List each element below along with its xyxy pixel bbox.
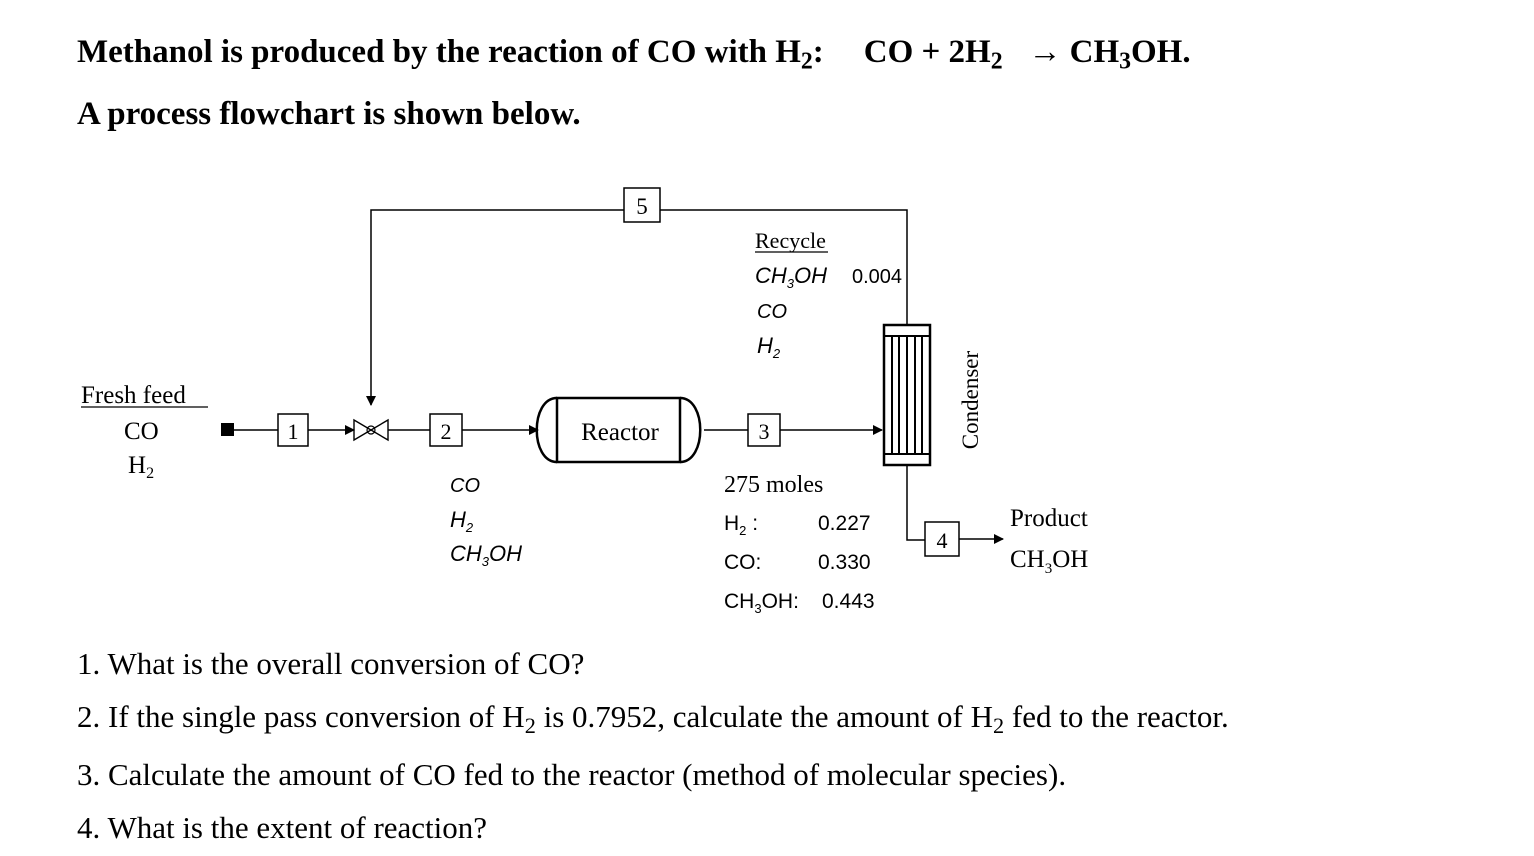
stream2-ch3oh: CH3OH bbox=[450, 541, 522, 569]
feed-source-marker bbox=[221, 423, 234, 436]
equation-product-sub: 3 bbox=[1119, 48, 1131, 75]
product-ch3oh: CH3OH bbox=[1010, 546, 1088, 577]
equation-reactants-sub: 2 bbox=[990, 48, 1003, 75]
reactor-label: Reactor bbox=[581, 419, 659, 446]
stream-2-label: 2 bbox=[441, 419, 452, 444]
problem-statement-line2: A process flowchart is shown below. bbox=[77, 96, 581, 132]
stream2-co: CO bbox=[450, 475, 480, 497]
stream-5-label: 5 bbox=[636, 194, 648, 219]
stream3-h2-value: 0.227 bbox=[818, 512, 871, 535]
stream-1-box bbox=[277, 413, 309, 447]
intro-lead-sub: 2 bbox=[800, 48, 813, 75]
recycle-ch3oh: CH3OH bbox=[755, 263, 827, 291]
intro-lead-end: : bbox=[812, 34, 824, 70]
recycle-co: CO bbox=[757, 301, 787, 323]
stream-5-box bbox=[623, 187, 661, 223]
stream-4-label: 4 bbox=[937, 528, 948, 553]
question-1: 1. What is the overall conversion of CO? bbox=[77, 646, 585, 681]
intro-lead: Methanol is produced by the reaction of … bbox=[77, 34, 801, 70]
product-line bbox=[906, 465, 925, 541]
recycle-line bbox=[366, 209, 908, 406]
recycle-h2: H2 bbox=[757, 333, 781, 361]
mixer-valve-icon bbox=[353, 418, 430, 442]
reactor-vessel bbox=[535, 396, 702, 464]
recycle-ch3oh-value: 0.004 bbox=[852, 266, 902, 288]
equation-reactants: CO + 2H bbox=[863, 34, 991, 70]
stream-3-box bbox=[747, 413, 781, 447]
problem-statement-line1: Methanol is produced by the reaction of … bbox=[77, 34, 1191, 76]
stream3-total: 275 moles bbox=[724, 472, 823, 498]
recycle-title: Recycle bbox=[755, 228, 826, 253]
stream-4-box bbox=[924, 521, 960, 557]
condenser-label: Condenser bbox=[958, 350, 983, 449]
stream-1-label: 1 bbox=[288, 419, 299, 444]
question-4: 4. What is the extent of reaction? bbox=[77, 810, 488, 845]
stream3-ch3oh-label: CH3OH: bbox=[724, 590, 799, 616]
stream-3-label: 3 bbox=[759, 419, 770, 444]
condenser-unit bbox=[882, 323, 932, 467]
question-3: 3. Calculate the amount of CO fed to the… bbox=[77, 757, 1067, 792]
fresh-feed-co: CO bbox=[124, 418, 159, 445]
fresh-feed-title: Fresh feed bbox=[81, 382, 186, 409]
stream3-ch3oh-value: 0.443 bbox=[822, 590, 875, 613]
stream3-h2-label: H2 : bbox=[724, 512, 758, 538]
fresh-feed-h2: H2 bbox=[128, 452, 154, 482]
product-title: Product bbox=[1010, 505, 1088, 532]
equation-product: CH bbox=[1069, 34, 1120, 70]
equation-arrow: → bbox=[1028, 34, 1062, 70]
stream3-co-value: 0.330 bbox=[818, 551, 871, 574]
stream3-co-label: CO: bbox=[724, 551, 761, 574]
equation-product-end: OH. bbox=[1130, 34, 1191, 70]
stream-2-box bbox=[429, 413, 463, 447]
question-2: 2. If the single pass conversion of H2 i… bbox=[77, 699, 1229, 739]
stream2-h2: H2 bbox=[450, 507, 474, 535]
